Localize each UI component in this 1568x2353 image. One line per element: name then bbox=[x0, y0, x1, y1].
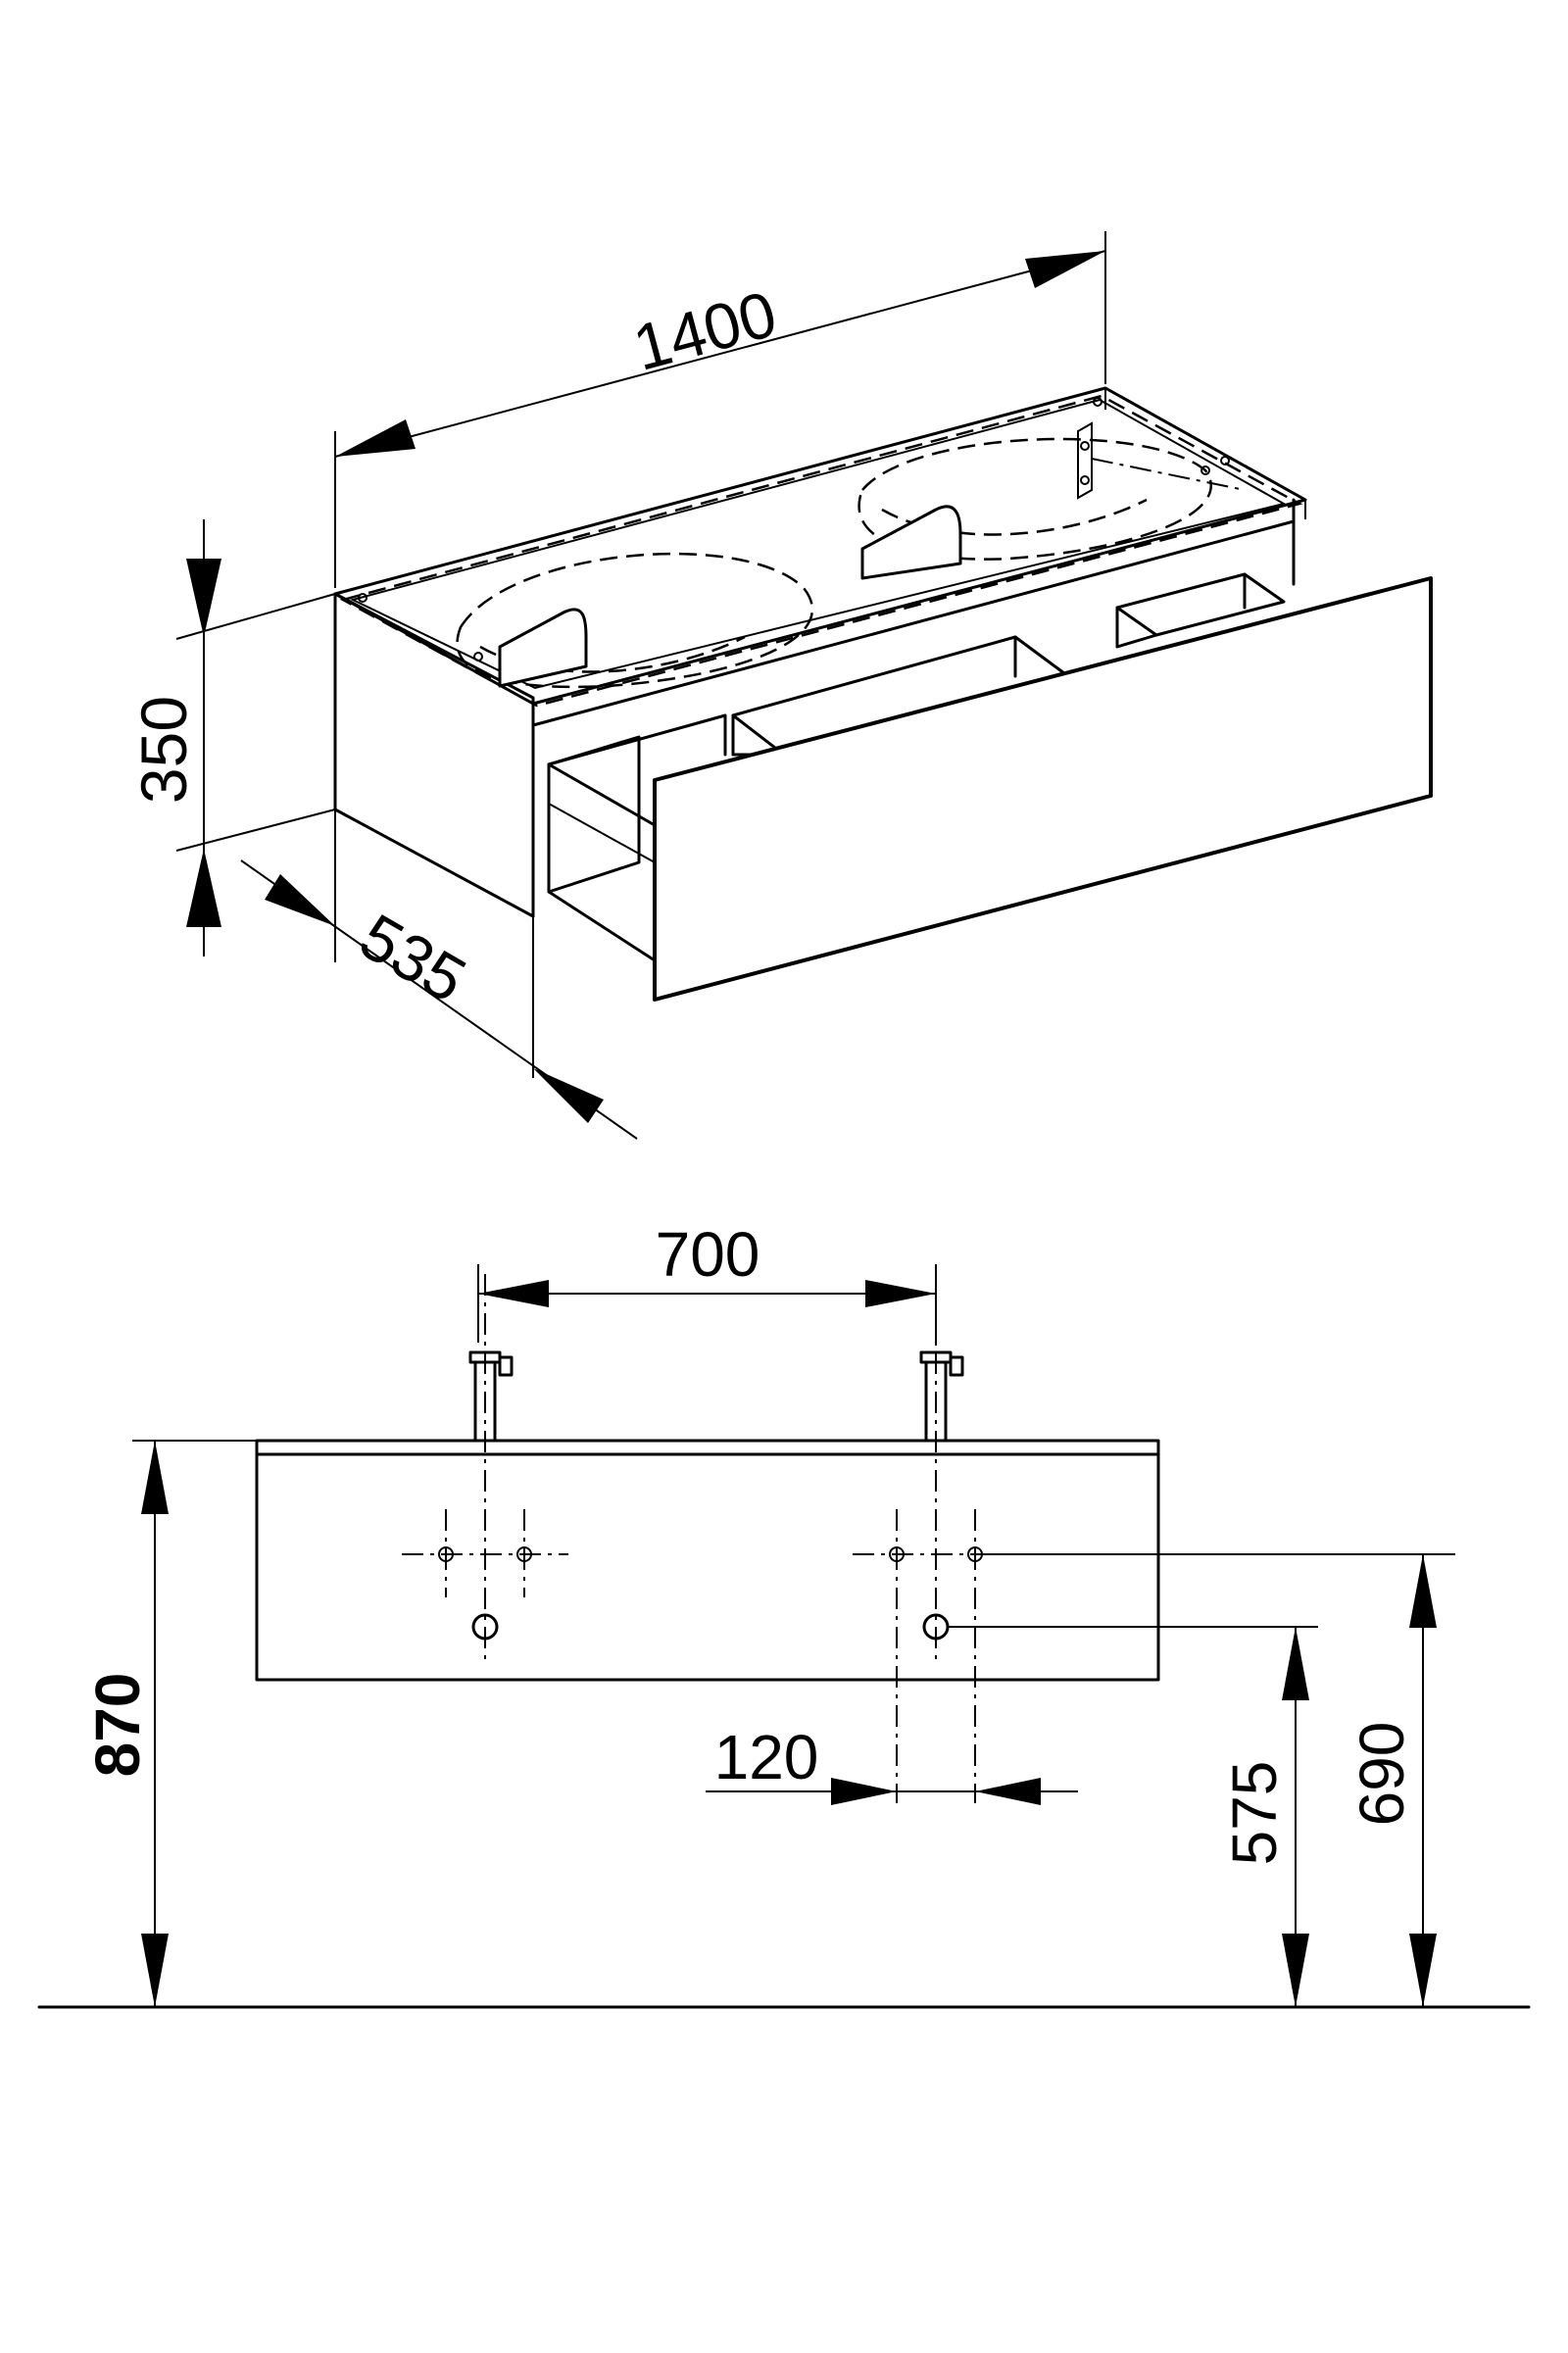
fixing-holes-left bbox=[402, 1509, 568, 1641]
dimension-bracket-height-label: 690 bbox=[1347, 1722, 1417, 1827]
cabinet-side-panel bbox=[333, 592, 535, 918]
dimension-waste-height: 575 bbox=[948, 1626, 1318, 2007]
dimension-bracket-spacing-label: 120 bbox=[714, 1722, 819, 1792]
fixing-holes-right bbox=[853, 1509, 1000, 1803]
cabinet-front bbox=[255, 1452, 1160, 1682]
dimension-width-label: 1400 bbox=[626, 276, 784, 383]
dimension-bracket-height: 690 bbox=[982, 1553, 1455, 2007]
isometric-view: 1400 350 535 bbox=[127, 231, 1433, 1140]
dimension-install-height-label: 870 bbox=[82, 1673, 153, 1778]
basin-overflow-right bbox=[860, 505, 962, 580]
basin-overflow-left bbox=[498, 608, 588, 688]
basin-top bbox=[255, 1439, 1160, 1456]
dimension-waste-height-label: 575 bbox=[1219, 1761, 1290, 1866]
tap-left bbox=[468, 1350, 514, 1443]
wall-bracket bbox=[1077, 421, 1246, 500]
dimension-bracket-spacing: 120 bbox=[706, 1722, 1078, 1805]
dimension-install-height: 870 bbox=[82, 1440, 257, 2007]
dimension-height: 350 bbox=[127, 519, 336, 956]
drawer-front-panel bbox=[653, 576, 1433, 1002]
dimension-height-label: 350 bbox=[127, 696, 200, 804]
dimension-tap-spacing-label: 700 bbox=[656, 1219, 760, 1290]
dimension-tap-spacing: 700 bbox=[477, 1219, 937, 1343]
front-elevation-view: 700 870 120 575 bbox=[37, 1219, 1531, 2009]
dimension-depth-label: 535 bbox=[348, 900, 477, 1016]
tap-right bbox=[919, 1350, 964, 1443]
